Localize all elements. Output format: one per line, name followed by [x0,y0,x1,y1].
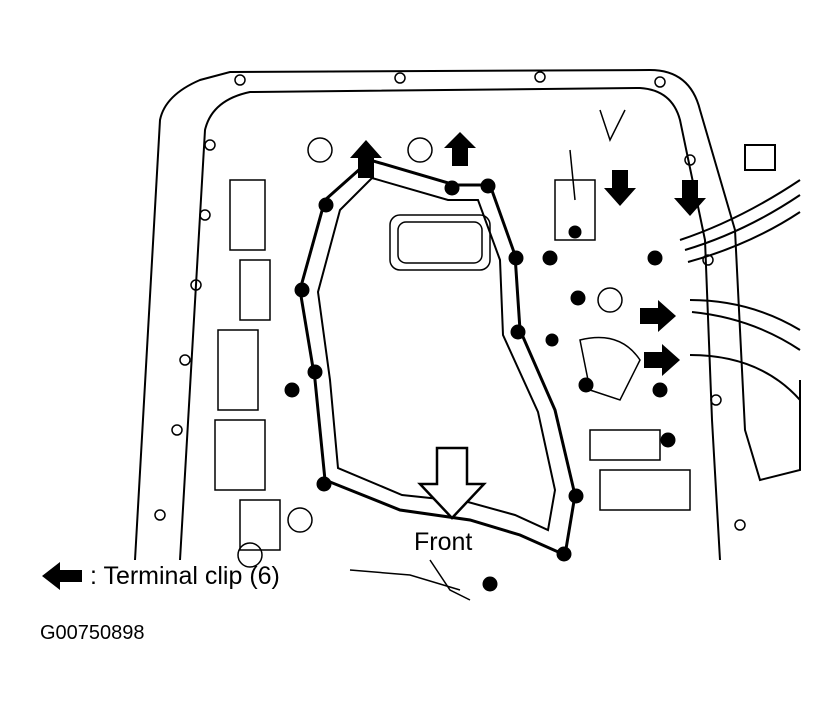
front-label: Front [414,528,473,556]
gasket-perimeter [298,158,577,558]
gasket-inner [316,176,557,532]
arrow-icon [42,562,82,590]
gasket-bolts [284,178,676,592]
arrow-down-icon [674,180,706,216]
front-arrow-icon [417,446,487,520]
arrow-right-icon [640,300,676,332]
arrow-up-icon [444,132,476,166]
wiring-harness [679,144,801,401]
arrow-up-icon [350,140,382,178]
case-inner-outline [179,86,721,561]
arrow-right-icon [644,344,680,376]
terminal-clip-arrows [350,132,706,376]
front-leader-line [429,559,471,601]
valve-body-details [214,109,691,591]
figure-id: G00750898 [40,622,145,644]
legend-text: : Terminal clip (6) [90,561,280,590]
arrow-down-icon [604,170,636,206]
case-outline [134,68,801,561]
legend: : Terminal clip (6) [40,560,280,592]
